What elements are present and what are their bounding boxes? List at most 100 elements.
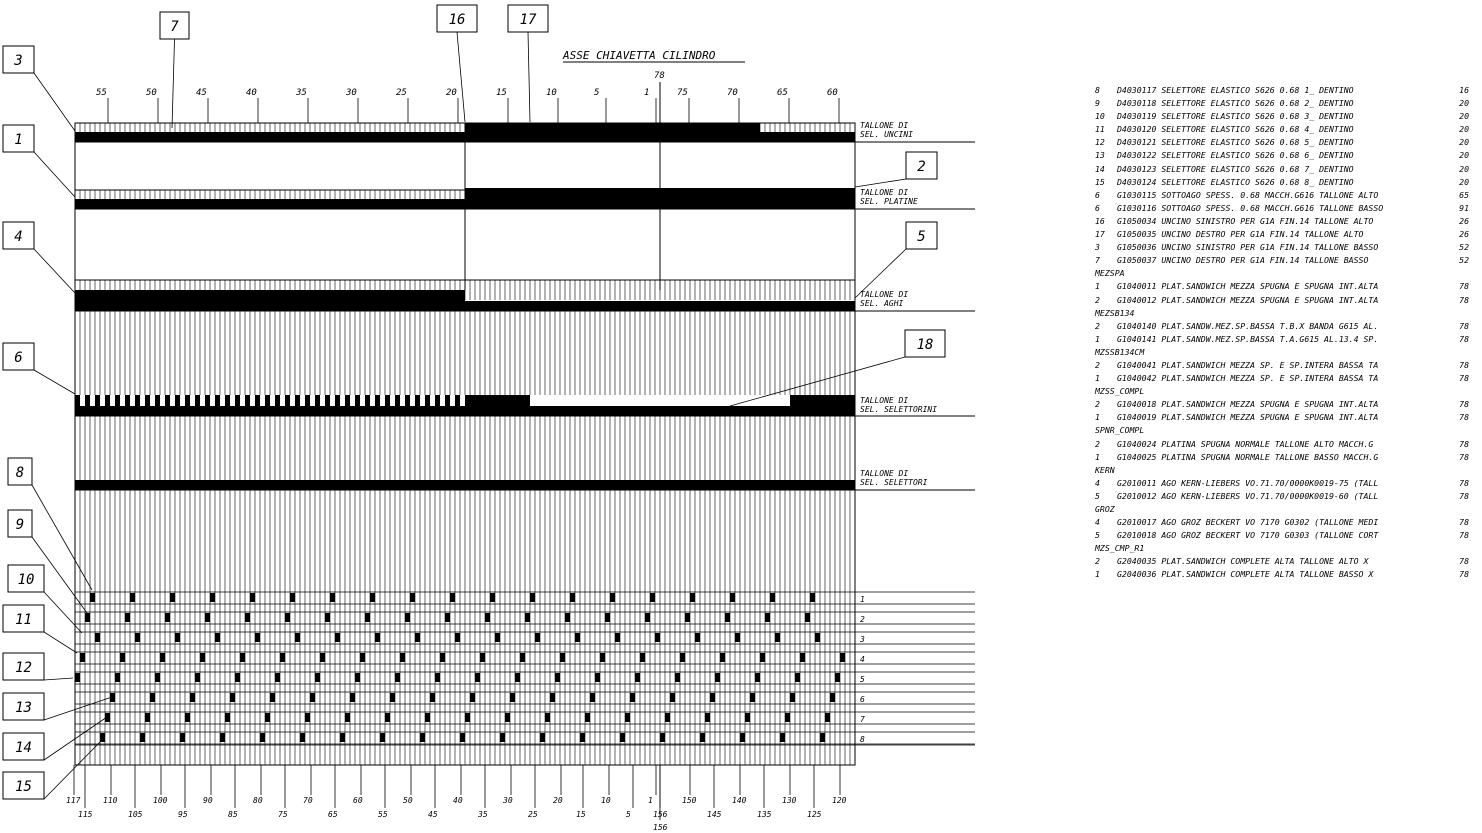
bom-qty: 2 (1095, 438, 1100, 449)
bom-row: 4 G2010011 AGO KERN-LIEBERS VO.71.70/000… (1095, 477, 1477, 490)
bom-qty: 11 (1095, 124, 1105, 135)
bom-row: 1 G1040025 PLATINA SPUGNA NORMALE TALLON… (1095, 451, 1477, 464)
top-scale-label: 35 (295, 88, 307, 98)
bom-group-code: SPNR_COMPL (1095, 425, 1145, 436)
bom-row: 5 G2010018 AGO GROZ BECKERT VO 7170 G030… (1095, 529, 1477, 542)
callout-balloon: 6 (2, 342, 76, 395)
bar-selettorini-high-2 (790, 395, 855, 406)
bom-count: 20 (1459, 124, 1469, 135)
bottom-scale-label: 75 (278, 810, 288, 819)
bom-count: 78 (1459, 333, 1469, 344)
selector-level-label: 5 (860, 675, 865, 684)
bom-row: 4 G2010017 AGO GROZ BECKERT VO 7170 G030… (1095, 516, 1477, 529)
bottom-scale-label: 50 (403, 796, 413, 805)
callout-balloon: 4 (2, 221, 76, 294)
top-scale-label: 45 (196, 88, 207, 98)
callout-number: 1 (14, 132, 22, 148)
callout-number: 14 (15, 740, 32, 756)
bottom-scale-label: 5 (626, 810, 631, 819)
top-scale-label: 1 (644, 88, 649, 98)
bom-group-code: MZS_CMP_R1 (1095, 543, 1145, 554)
drawing-title: ASSE CHIAVETTA CILINDRO (562, 49, 716, 62)
bom-count: 26 (1459, 215, 1469, 226)
bom-description: D4030120 SELETTORE ELASTICO S626 0.68 4_… (1117, 124, 1354, 135)
bom-qty: 8 (1095, 85, 1100, 95)
bom-qty: 1 (1095, 569, 1100, 580)
top-scale-label: 5 (594, 88, 599, 98)
bom-count: 78 (1459, 412, 1469, 423)
bom-count: 78 (1459, 281, 1469, 292)
bom-row: 1 G1040141 PLAT.SANDW.MEZ.SP.BASSA T.A.G… (1095, 333, 1477, 346)
bom-qty: 5 (1095, 530, 1100, 541)
bom-qty: 1 (1095, 333, 1100, 344)
callout-number: 11 (15, 612, 32, 628)
callout-balloon: 10 (7, 564, 83, 634)
bom-qty: 6 (1095, 189, 1100, 200)
bom-description: G1040024 PLATINA SPUGNA NORMALE TALLONE … (1117, 438, 1374, 449)
bar-platine-high (465, 188, 855, 199)
bom-row: 2 G2040035 PLAT.SANDWICH COMPLETE ALTA T… (1095, 555, 1477, 568)
row-label: TALLONE DI (860, 290, 908, 299)
bom-count: 78 (1459, 359, 1469, 370)
bottom-scale-label: 120 (832, 796, 847, 805)
bom-description: G1030116 SOTTOAGO SPESS. 0.68 MACCH.G616… (1117, 202, 1384, 213)
bom-row: 2 G1040041 PLAT.SANDWICH MEZZA SP. E SP.… (1095, 359, 1477, 372)
bom-qty: 5 (1095, 490, 1100, 501)
bom-description: D4030124 SELETTORE ELASTICO S626 0.68 8_… (1117, 176, 1354, 187)
callout-balloon: 2 (854, 151, 938, 188)
selector-level-label: 4 (860, 655, 865, 664)
top-scale-label: 60 (827, 88, 838, 98)
row-label: TALLONE DI (860, 469, 908, 478)
bom-description: G2010012 AGO KERN-LIEBERS VO.71.70/0000K… (1117, 490, 1379, 501)
bom-description: D4030123 SELETTORE ELASTICO S626 0.68 7_… (1117, 163, 1354, 174)
callout-number: 2 (917, 159, 925, 175)
callout-balloon: 9 (7, 509, 88, 614)
callout-number: 18 (917, 337, 934, 353)
bom-count: 78 (1459, 399, 1469, 410)
bottom-scale-label: 20 (553, 796, 563, 805)
bom-qty: 16 (1095, 215, 1105, 226)
bom-group-code: KERN (1095, 464, 1115, 475)
row-label: SEL. AGHI (860, 299, 904, 308)
bottom-scale-label: 80 (253, 796, 263, 805)
callout-number: 17 (520, 12, 537, 28)
bar-platine-low (75, 199, 855, 209)
bom-description: G1050037 UNCINO DESTRO PER G1A FIN.14 TA… (1117, 255, 1369, 266)
bom-count: 78 (1459, 320, 1469, 331)
bottom-scale-label: 70 (303, 796, 313, 805)
bottom-scale-label: 140 (732, 796, 747, 805)
callout-number: 9 (16, 517, 24, 533)
bottom-scale-label: 85 (228, 810, 238, 819)
bottom-scale-label: 55 (378, 810, 388, 819)
row-label: TALLONE DI (860, 396, 908, 405)
callout-balloon: 12 (2, 652, 74, 681)
bom-row: 1 G1040011 PLAT.SANDWICH MEZZA SPUGNA E … (1095, 280, 1477, 293)
bottom-scale-label: 35 (477, 810, 488, 819)
top-scale-label: 25 (396, 88, 407, 98)
row-label: SEL. UNCINI (860, 130, 913, 139)
bom-qty: 12 (1095, 137, 1105, 148)
top-scale-label: 75 (677, 88, 688, 98)
bom-description: G2040036 PLAT.SANDWICH COMPLETE ALTA TAL… (1117, 569, 1374, 580)
bom-qty: 2 (1095, 320, 1100, 331)
bom-description: G1040019 PLAT.SANDWICH MEZZA SPUGNA E SP… (1117, 412, 1379, 423)
bar-selettorini-low (75, 406, 855, 416)
bom-count: 78 (1459, 490, 1469, 501)
bom-qty: 2 (1095, 294, 1100, 305)
top-scale-label: 65 (777, 88, 788, 98)
bom-group-header: MEZSB134 (1095, 307, 1477, 320)
callout-balloon: 1 (2, 124, 76, 198)
bom-count: 16 (1459, 85, 1469, 95)
bom-description: G1040042 PLAT.SANDWICH MEZZA SP. E SP.IN… (1117, 373, 1379, 384)
bom-group-code: MZSSB134CM (1095, 346, 1145, 357)
bom-count: 78 (1459, 438, 1469, 449)
bom-count: 91 (1459, 202, 1469, 213)
bom-count: 78 (1459, 530, 1469, 541)
bom-qty: 4 (1095, 477, 1100, 488)
bottom-scale-label: 135 (757, 810, 772, 819)
bom-qty: 1 (1095, 373, 1100, 384)
